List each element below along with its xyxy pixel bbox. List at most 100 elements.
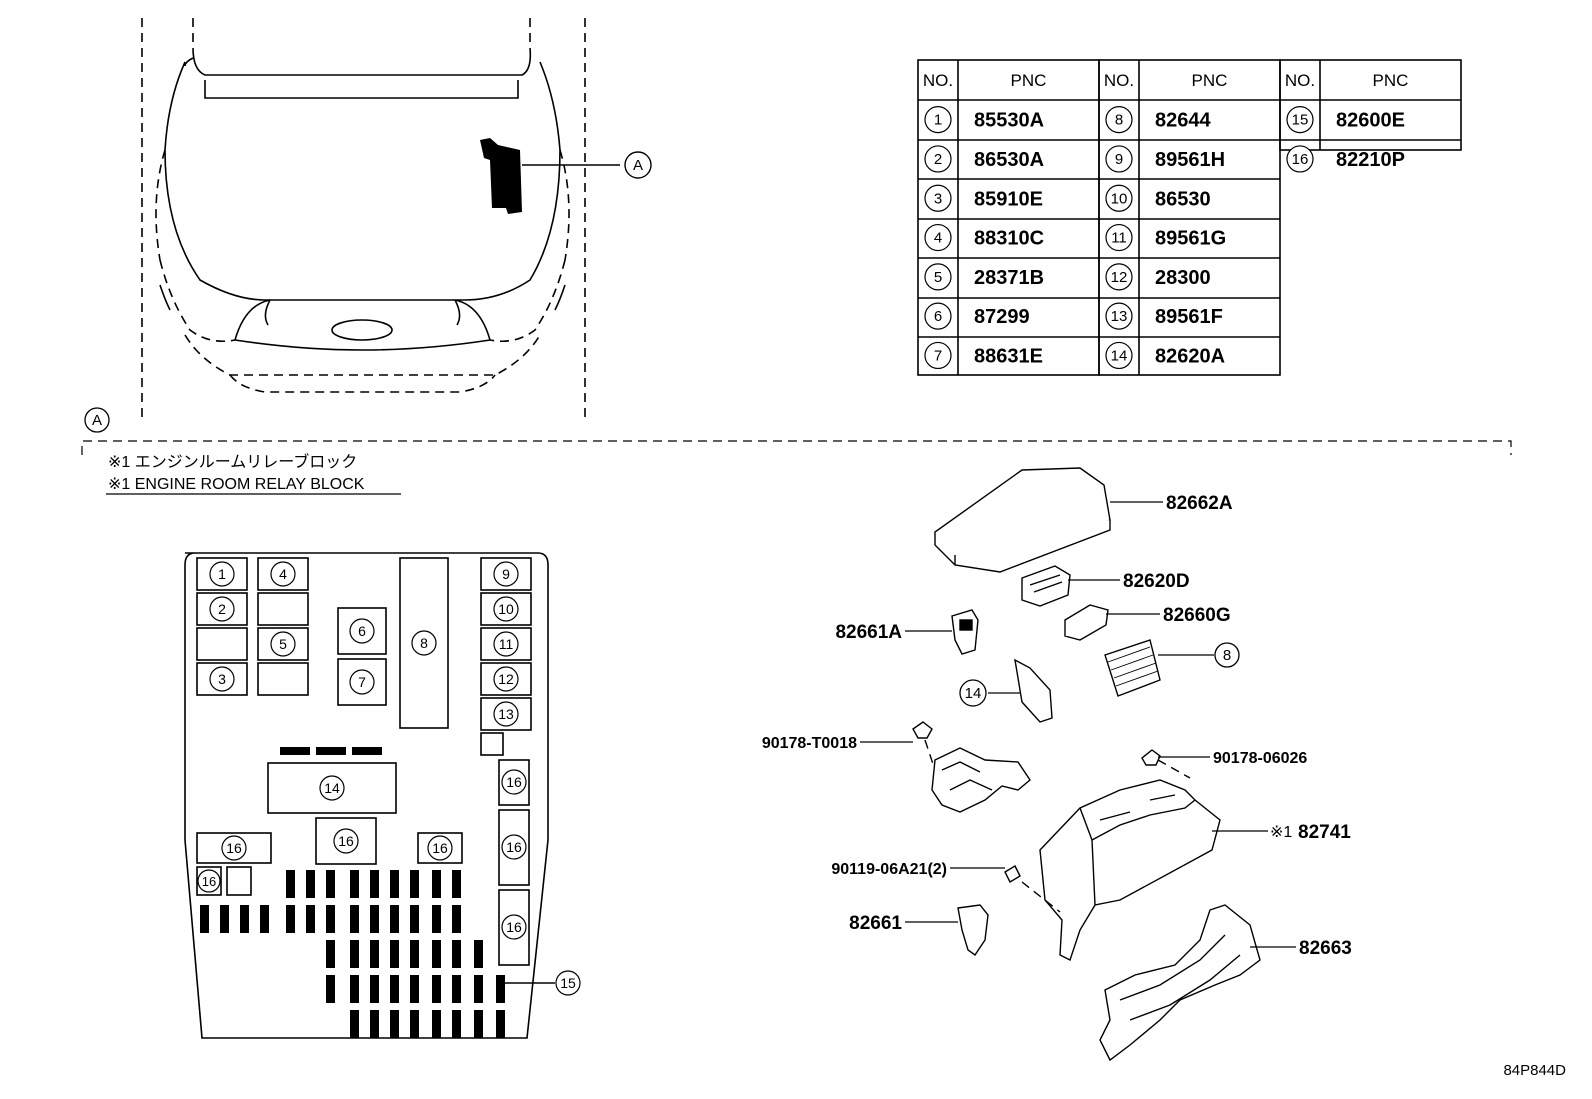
pnc-row-code: 85910E (974, 188, 1043, 210)
mini-fuse (240, 905, 249, 933)
mini-fuse (474, 1010, 483, 1038)
callout-90178-06026: 90178-06026 (1213, 750, 1307, 767)
mini-fuse (370, 905, 379, 933)
mini-fuse (410, 940, 419, 968)
pnc-row-number: 2 (934, 151, 942, 168)
position-14-label: 14 (319, 775, 345, 801)
mini-fuse-grid (200, 870, 505, 1038)
mini-fuse (432, 1010, 441, 1038)
svg-text:16: 16 (506, 919, 522, 935)
mini-fuse (326, 905, 335, 933)
pnc-row-code: 28300 (1155, 267, 1211, 289)
svg-text:7: 7 (358, 674, 366, 690)
mini-fuse (370, 1010, 379, 1038)
mini-fuse (350, 975, 359, 1003)
position-9-label: 9 (493, 561, 519, 587)
svg-text:5: 5 (279, 636, 287, 652)
mini-fuse (390, 905, 399, 933)
position-6-label: 6 (349, 618, 375, 644)
mini-fuse (474, 975, 483, 1003)
callout-a-circle: A (624, 151, 652, 179)
mini-fuse (306, 905, 315, 933)
svg-text:2: 2 (218, 601, 226, 617)
callout-82661A: 82661A (835, 622, 902, 643)
pnc-row-number: 7 (934, 347, 942, 364)
svg-text:14: 14 (324, 780, 340, 796)
svg-text:16: 16 (202, 874, 216, 889)
diagram-id: 84P844D (1503, 1062, 1566, 1079)
mini-fuse (452, 870, 461, 898)
mini-fuse (350, 870, 359, 898)
section-marker-a: A (84, 407, 110, 433)
position-3-label: 3 (209, 666, 235, 692)
mini-fuse (260, 905, 269, 933)
pnc-row-code: 89561H (1155, 149, 1225, 171)
svg-text:16: 16 (506, 774, 522, 790)
relay-block-fuse-row (280, 747, 382, 755)
pnc-row-code: 88631E (974, 345, 1043, 367)
mini-fuse (370, 870, 379, 898)
callout-90119-06A21: 90119-06A21(2) (831, 861, 947, 878)
pnc-table-header: NO. (1104, 71, 1134, 90)
position-13-label: 13 (493, 701, 519, 727)
mini-fuse (452, 905, 461, 933)
position-1-label: 1 (209, 561, 235, 587)
pnc-table-header: PNC (1192, 71, 1228, 90)
callout-82620D: 82620D (1123, 571, 1190, 592)
pnc-row-code: 89561F (1155, 306, 1223, 328)
svg-text:12: 12 (498, 671, 514, 687)
pnc-row-number: 11 (1111, 230, 1127, 247)
svg-text:8: 8 (1223, 647, 1231, 664)
svg-text:6: 6 (358, 623, 366, 639)
svg-text:A: A (92, 412, 102, 429)
position-12-label: 12 (493, 666, 519, 692)
pnc-row-code: 28371B (974, 267, 1044, 289)
pnc-table-header: PNC (1373, 71, 1409, 90)
pnc-row-code: 86530 (1155, 188, 1211, 210)
callout-8: 8 (1214, 642, 1240, 668)
position-16-label: 16 (427, 835, 453, 861)
position-16-label: 16 (501, 769, 527, 795)
position-11-label: 11 (493, 631, 519, 657)
callout-leaders (860, 501, 1296, 948)
mini-fuse (350, 940, 359, 968)
note-jp: ※1 エンジンルームリレーブロック (108, 452, 357, 471)
mini-fuse (432, 940, 441, 968)
mini-fuse (432, 870, 441, 898)
pnc-row-number: 6 (934, 308, 942, 325)
pnc-row-code: 82210P (1336, 149, 1405, 171)
mini-fuse (432, 905, 441, 933)
mini-fuse (410, 1010, 419, 1038)
relay-block-location-marker (480, 138, 522, 214)
svg-text:8: 8 (420, 635, 428, 651)
mini-fuse (496, 975, 505, 1003)
pnc-row-number: 13 (1111, 308, 1128, 325)
position-10-label: 10 (493, 596, 519, 622)
pnc-row-code: 82600E (1336, 110, 1405, 132)
mini-fuse (410, 975, 419, 1003)
section-divider (81, 440, 1512, 455)
vehicle-outline (141, 18, 586, 420)
mini-fuse (452, 975, 461, 1003)
mini-fuse (286, 905, 295, 933)
callout-82663: 82663 (1299, 938, 1352, 959)
callout-14: 14 (959, 679, 987, 707)
pnc-row-code: 82644 (1155, 110, 1211, 132)
mini-fuse (326, 975, 335, 1003)
pnc-row-code: 88310C (974, 228, 1044, 250)
mini-fuse (200, 905, 209, 933)
mini-fuse (390, 940, 399, 968)
pnc-row-code: 86530A (974, 149, 1044, 171)
svg-text:16: 16 (506, 839, 522, 855)
mini-fuse (326, 870, 335, 898)
position-4-label: 4 (270, 561, 296, 587)
pnc-table-header: NO. (923, 71, 953, 90)
mini-fuse (220, 905, 229, 933)
